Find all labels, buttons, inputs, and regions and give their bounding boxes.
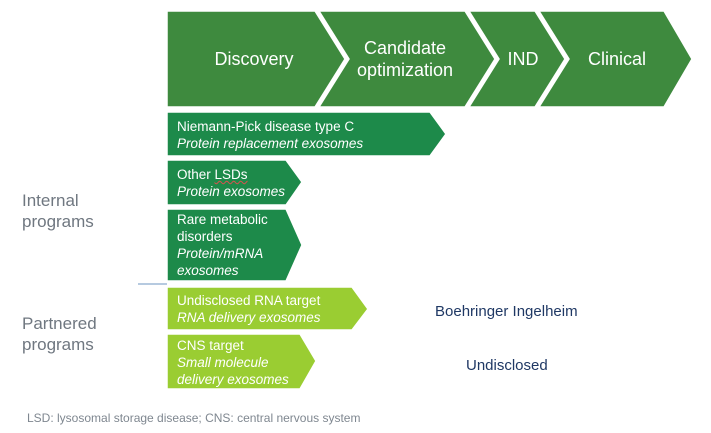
program-lsd-arrow xyxy=(166,159,303,206)
program-lsd-title: Other LSDs xyxy=(177,167,248,182)
partner-undisclosed: Undisclosed xyxy=(466,357,548,374)
program-npc-label: Niemann-Pick disease type C Protein repl… xyxy=(177,118,363,152)
program-rna-title: Undisclosed RNA target xyxy=(177,293,321,308)
category-internal-label: Internal programs xyxy=(22,190,94,232)
program-cns-label: CNS target Small molecule delivery exoso… xyxy=(177,337,289,388)
program-rare-subtitle-line1: Protein/mRNA xyxy=(177,246,264,261)
program-npc-subtitle: Protein replacement exosomes xyxy=(177,136,364,151)
category-partnered-line1: Partnered xyxy=(22,314,97,333)
program-cns-subtitle-line2: delivery exosomes xyxy=(177,372,289,387)
stage-discovery-shape xyxy=(166,10,346,108)
category-internal-line2: programs xyxy=(22,212,94,231)
program-cns-title: CNS target xyxy=(177,338,244,353)
category-internal-line1: Internal xyxy=(22,191,79,210)
program-rare-subtitle-line2: exosomes xyxy=(177,263,239,278)
program-rare-title-line1: Rare metabolic xyxy=(177,212,268,227)
program-lsd-subtitle: Protein exosomes xyxy=(177,184,286,199)
stage-clinical-label: Clinical xyxy=(587,49,647,69)
program-cns-arrow xyxy=(166,333,317,390)
program-npc-title: Niemann-Pick disease type C xyxy=(177,119,355,134)
program-cns-subtitle-line1: Small molecule xyxy=(177,355,269,370)
program-npc-arrow xyxy=(166,111,447,157)
category-partnered-line2: programs xyxy=(22,335,94,354)
stage-ind-label: IND xyxy=(507,49,539,69)
stage-clinical-shape xyxy=(537,10,693,108)
lsd-abbreviation: LSDs xyxy=(214,167,248,182)
partner-boehringer: Boehringer Ingelheim xyxy=(435,303,578,320)
footnote: LSD: lysosomal storage disease; CNS: cen… xyxy=(27,411,361,425)
program-lsd-label: Other LSDs Protein exosomes xyxy=(177,166,285,200)
program-rna-subtitle: RNA delivery exosomes xyxy=(177,310,321,325)
stage-candidate-label: Candidate optimization xyxy=(356,38,454,80)
program-rna-label: Undisclosed RNA target RNA delivery exos… xyxy=(177,292,321,326)
stage-candidate-shape xyxy=(317,10,496,108)
category-partnered-label: Partnered programs xyxy=(22,313,97,355)
program-rare-arrow xyxy=(166,208,303,282)
program-rare-title-line2: disorders xyxy=(177,229,233,244)
program-rare-label: Rare metabolic disorders Protein/mRNA ex… xyxy=(177,211,268,279)
stage-ind-shape xyxy=(467,10,566,108)
stage-discovery-label: Discovery xyxy=(214,49,294,69)
program-rna-arrow xyxy=(166,286,369,331)
